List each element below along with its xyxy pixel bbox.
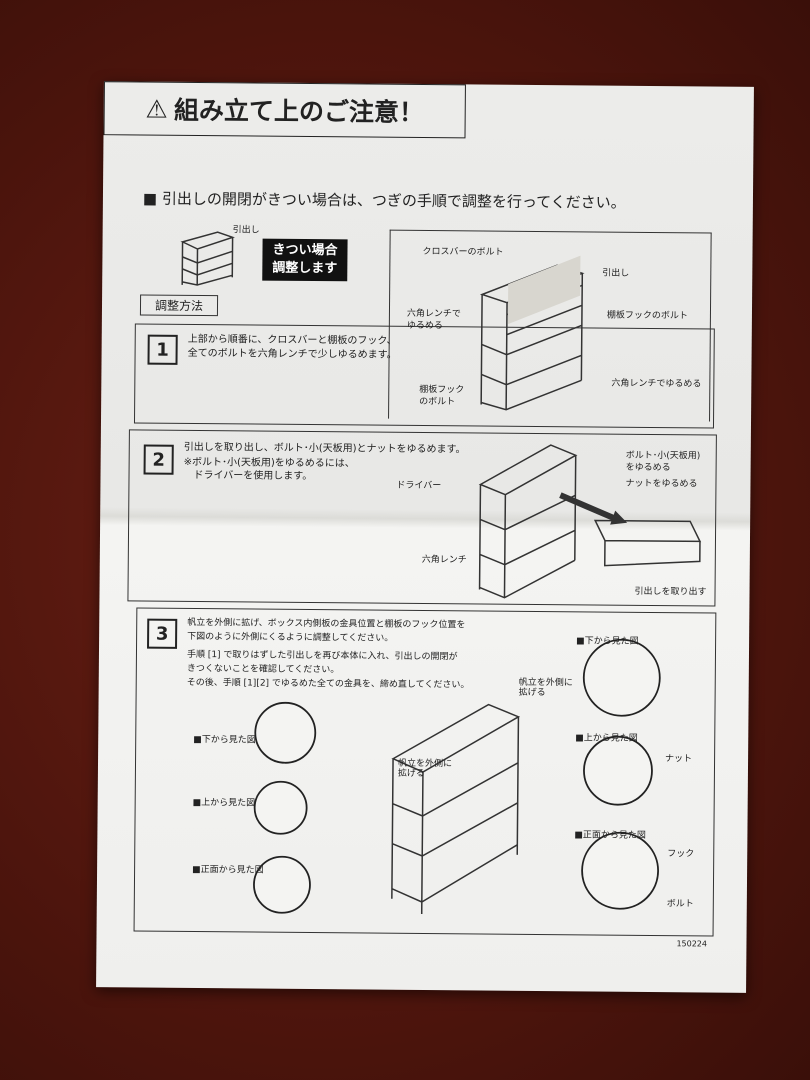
step-number: 3 (147, 618, 178, 649)
shelf-diagram-3 (391, 703, 521, 914)
warning-triangle-icon: ⚠ (145, 94, 169, 124)
document-code: 150224 (676, 939, 708, 949)
page-title: ⚠ 組み立て上のご注意！ (103, 81, 466, 139)
method-label: 調整方法 (139, 294, 219, 317)
shelf-thumbnail (180, 231, 235, 286)
shelf-diagram-1 (479, 255, 585, 411)
drawer-label: 引出し (232, 225, 260, 236)
step-number: 2 (143, 444, 174, 475)
instruction-sheet: ⚠ 組み立て上のご注意！ ■ 引出しの開閉がきつい場合は、つぎの手順で調整を行っ… (96, 81, 754, 993)
shelf-diagram-2 (478, 444, 702, 599)
step-number: 1 (147, 334, 178, 365)
tight-badge: きつい場合調整します (262, 238, 348, 282)
detail-circles (253, 638, 661, 914)
intro-text: ■ 引出しの開閉がきつい場合は、つぎの手順で調整を行ってください。 (142, 189, 626, 212)
